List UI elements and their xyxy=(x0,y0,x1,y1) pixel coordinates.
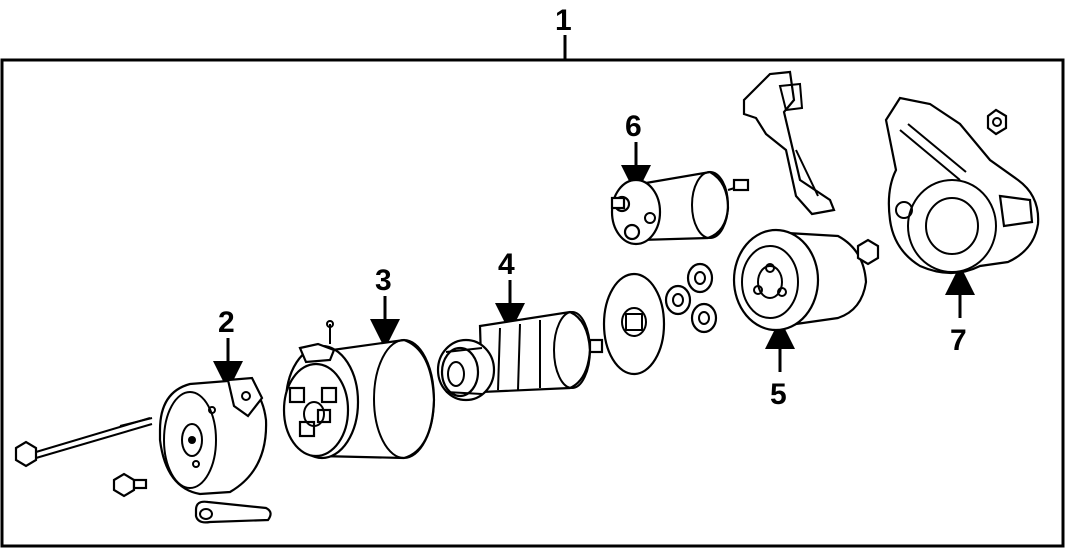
callout-6-label: 6 xyxy=(625,110,642,143)
small-screw xyxy=(112,472,148,498)
callout-1-label: 1 xyxy=(555,4,572,37)
armature xyxy=(436,310,604,402)
hex-nut xyxy=(986,108,1008,136)
planetary-gears xyxy=(664,262,718,334)
lead-strap xyxy=(194,500,272,524)
through-bolt xyxy=(14,417,153,468)
field-yoke xyxy=(282,320,436,460)
solenoid xyxy=(610,170,750,246)
callout-5-label: 5 xyxy=(770,378,787,411)
callout-3-label: 3 xyxy=(375,264,392,297)
callout-4-label: 4 xyxy=(498,248,515,281)
end-frame xyxy=(158,376,268,496)
drive-housing xyxy=(732,228,880,332)
drive-lever xyxy=(742,70,836,216)
planetary-cover xyxy=(602,272,666,376)
callout-7-label: 7 xyxy=(950,324,967,357)
drive-end-housing xyxy=(884,96,1040,275)
assembly-frame xyxy=(0,58,1065,548)
callout-2-label: 2 xyxy=(218,306,235,339)
